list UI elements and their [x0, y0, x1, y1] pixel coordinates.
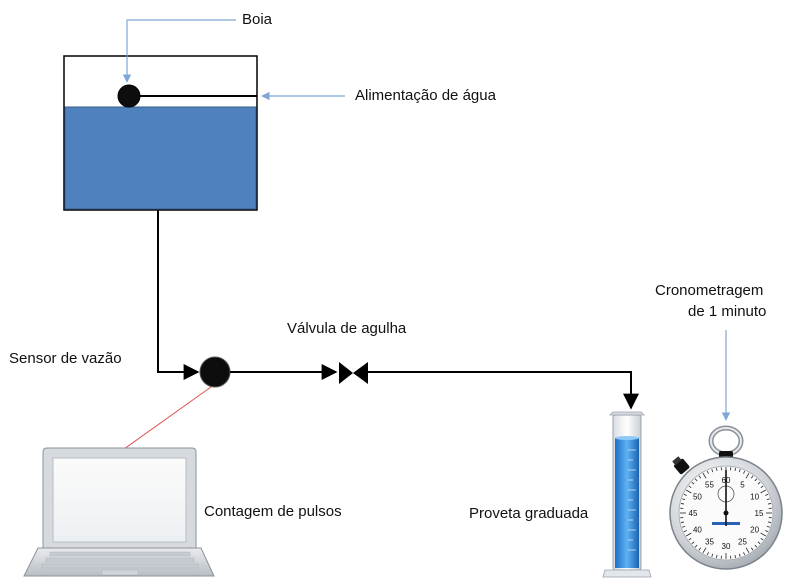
dial-tick [750, 475, 754, 479]
dial-tick [767, 503, 772, 505]
dial-number: 40 [693, 526, 702, 535]
dial-tick [685, 489, 692, 494]
dial-tick [745, 547, 750, 554]
label-valvula-de-agulha: Válvula de agulha [287, 320, 407, 337]
label-alimentacao-de-agua: Alimentação de água [355, 87, 496, 104]
dial-tick [711, 553, 714, 557]
dial-tick [706, 552, 709, 556]
water-tank [63, 55, 258, 211]
dial-number: 20 [750, 526, 759, 535]
laptop-screen [52, 457, 187, 543]
sensor-signal-line [116, 386, 212, 455]
dial-tick [711, 469, 714, 473]
dial-number: 50 [693, 493, 702, 502]
dial-tick [698, 475, 702, 479]
float-ball-icon [117, 84, 141, 108]
tank-water [64, 106, 257, 210]
dial-number: 5 [740, 480, 745, 489]
pipe-tank-to-sensor [157, 210, 200, 380]
dial-tick [734, 467, 736, 472]
dial-tick [682, 525, 686, 528]
dial-tick [706, 470, 709, 474]
flow-sensor-icon [199, 356, 231, 388]
dial-tick [766, 525, 770, 528]
dial-tick [760, 537, 764, 541]
label-contagem-de-pulsos: Contagem de pulsos [204, 503, 342, 520]
dial-tick [765, 530, 769, 533]
dial-tick [754, 544, 758, 548]
dial-number: 25 [738, 538, 747, 547]
stopwatch-icon: 60510152025303540455055 [669, 425, 783, 570]
needle-valve-icon [339, 362, 368, 384]
dial-tick [738, 553, 741, 557]
dial-tick [757, 541, 761, 545]
dial-number: 35 [705, 538, 714, 547]
dial-tick [760, 532, 767, 537]
dial-tick [766, 498, 770, 501]
dial-number: 45 [689, 509, 698, 518]
dial-tick [750, 547, 754, 551]
label-proveta-graduada: Proveta graduada [469, 505, 589, 522]
cylinder-graduations [628, 449, 636, 551]
laptop-icon [23, 447, 215, 577]
dial-tick [683, 493, 687, 496]
dial-tick [694, 478, 698, 482]
dial-tick [702, 547, 707, 554]
stopwatch-dial-numbers: 60510152025303540455055 [689, 476, 764, 551]
dial-tick [694, 544, 698, 548]
dial-tick [760, 489, 767, 494]
label-cronometragem: Cronometragem [655, 282, 764, 299]
dial-tick [760, 485, 764, 489]
dial-tick [716, 554, 718, 559]
label-sensor-de-vazao: Sensor de vazão [9, 350, 122, 367]
dial-tick [691, 481, 695, 485]
dial-number: 15 [755, 509, 764, 518]
laptop-keyboard [41, 551, 199, 569]
dial-tick [680, 521, 685, 523]
dial-tick [765, 493, 769, 496]
dial-tick [754, 478, 758, 482]
label-de-1-minuto: de 1 minuto [688, 303, 767, 320]
graduated-cylinder [602, 411, 652, 578]
dial-tick [716, 467, 718, 472]
dial-tick [767, 521, 772, 523]
dial-tick [683, 530, 687, 533]
dial-tick [743, 552, 746, 556]
dial-number: 30 [722, 542, 731, 551]
dial-tick [682, 498, 686, 501]
dial-number: 10 [750, 493, 759, 502]
pipe-valve-to-cylinder [368, 371, 639, 410]
dial-tick [691, 541, 695, 545]
dial-tick [688, 485, 692, 489]
dial-tick [702, 472, 707, 479]
dial-tick [685, 532, 692, 537]
dial-tick [757, 481, 761, 485]
dial-number: 55 [705, 480, 714, 489]
stopwatch-dial-ticks [680, 467, 772, 559]
dial-tick [738, 469, 741, 473]
laptop-trackpad [101, 569, 139, 576]
dial-tick [745, 472, 750, 479]
dial-tick [734, 554, 736, 559]
label-boia: Boia [242, 11, 273, 28]
dial-tick [743, 470, 746, 474]
boia-callout-arrow [122, 19, 236, 83]
dial-tick [698, 547, 702, 551]
dial-tick [680, 503, 685, 505]
dial-tick [688, 537, 692, 541]
